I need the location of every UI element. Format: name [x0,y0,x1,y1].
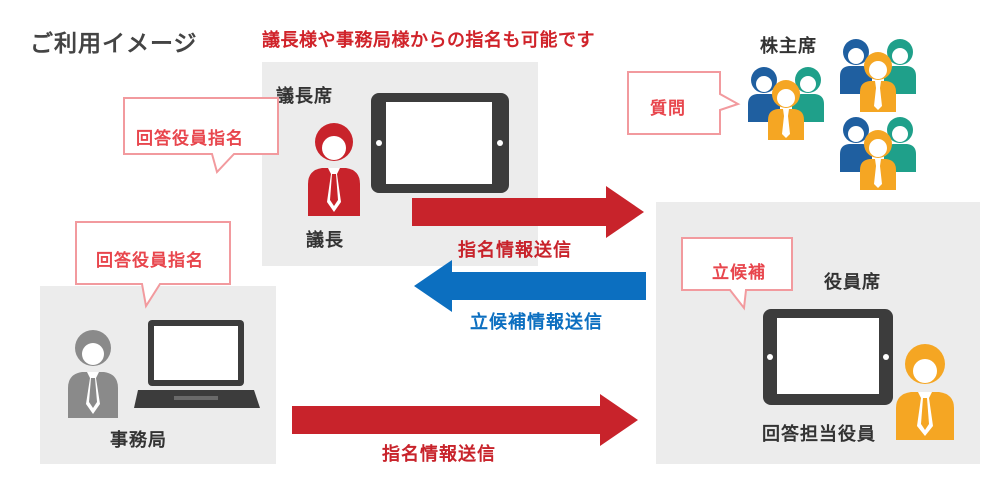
chair-panel-label: 議長席 [276,86,333,107]
chair-person-label: 議長 [306,230,344,251]
arrow-chair-to-officer [412,186,644,238]
arrow-chair-to-officer-label: 指名情報送信 [458,240,572,261]
officer-person-label: 回答担当役員 [762,424,876,445]
officer-callout-text: 立候補 [712,263,766,283]
shareholder-callout-text: 質問 [650,99,686,119]
office-callout-text: 回答役員指名 [96,251,204,271]
shareholder-seat-label: 株主席 [760,36,817,57]
officer-person-icon [896,344,954,440]
chair-tablet-icon [371,93,509,193]
office-callout-bubble [75,221,231,309]
officer-callout-bubble [681,237,793,311]
arrow-officer-to-chair-label: 立候補情報送信 [470,312,603,333]
shareholder-group-icon [748,67,824,140]
page-title: ご利用イメージ [30,31,198,57]
shareholder-group-icon [840,39,916,112]
arrow-officer-to-chair [414,260,646,312]
headline: 議長様や事務局様からの指名も可能です [262,30,595,51]
chair-callout-text: 回答役員指名 [136,129,244,149]
shareholder-group-icon [840,117,916,190]
shareholder-callout-bubble [627,71,741,135]
arrow-office-to-officer-label: 指名情報送信 [382,444,496,465]
chair-person-icon [308,123,360,216]
officer-panel-label: 役員席 [824,272,881,293]
officer-tablet-icon [763,309,893,405]
arrow-office-to-officer [292,394,638,446]
chair-callout-bubble [123,97,279,174]
office-person-icon [68,330,118,418]
office-panel-label: 事務局 [110,430,167,451]
office-laptop-icon [134,320,260,408]
